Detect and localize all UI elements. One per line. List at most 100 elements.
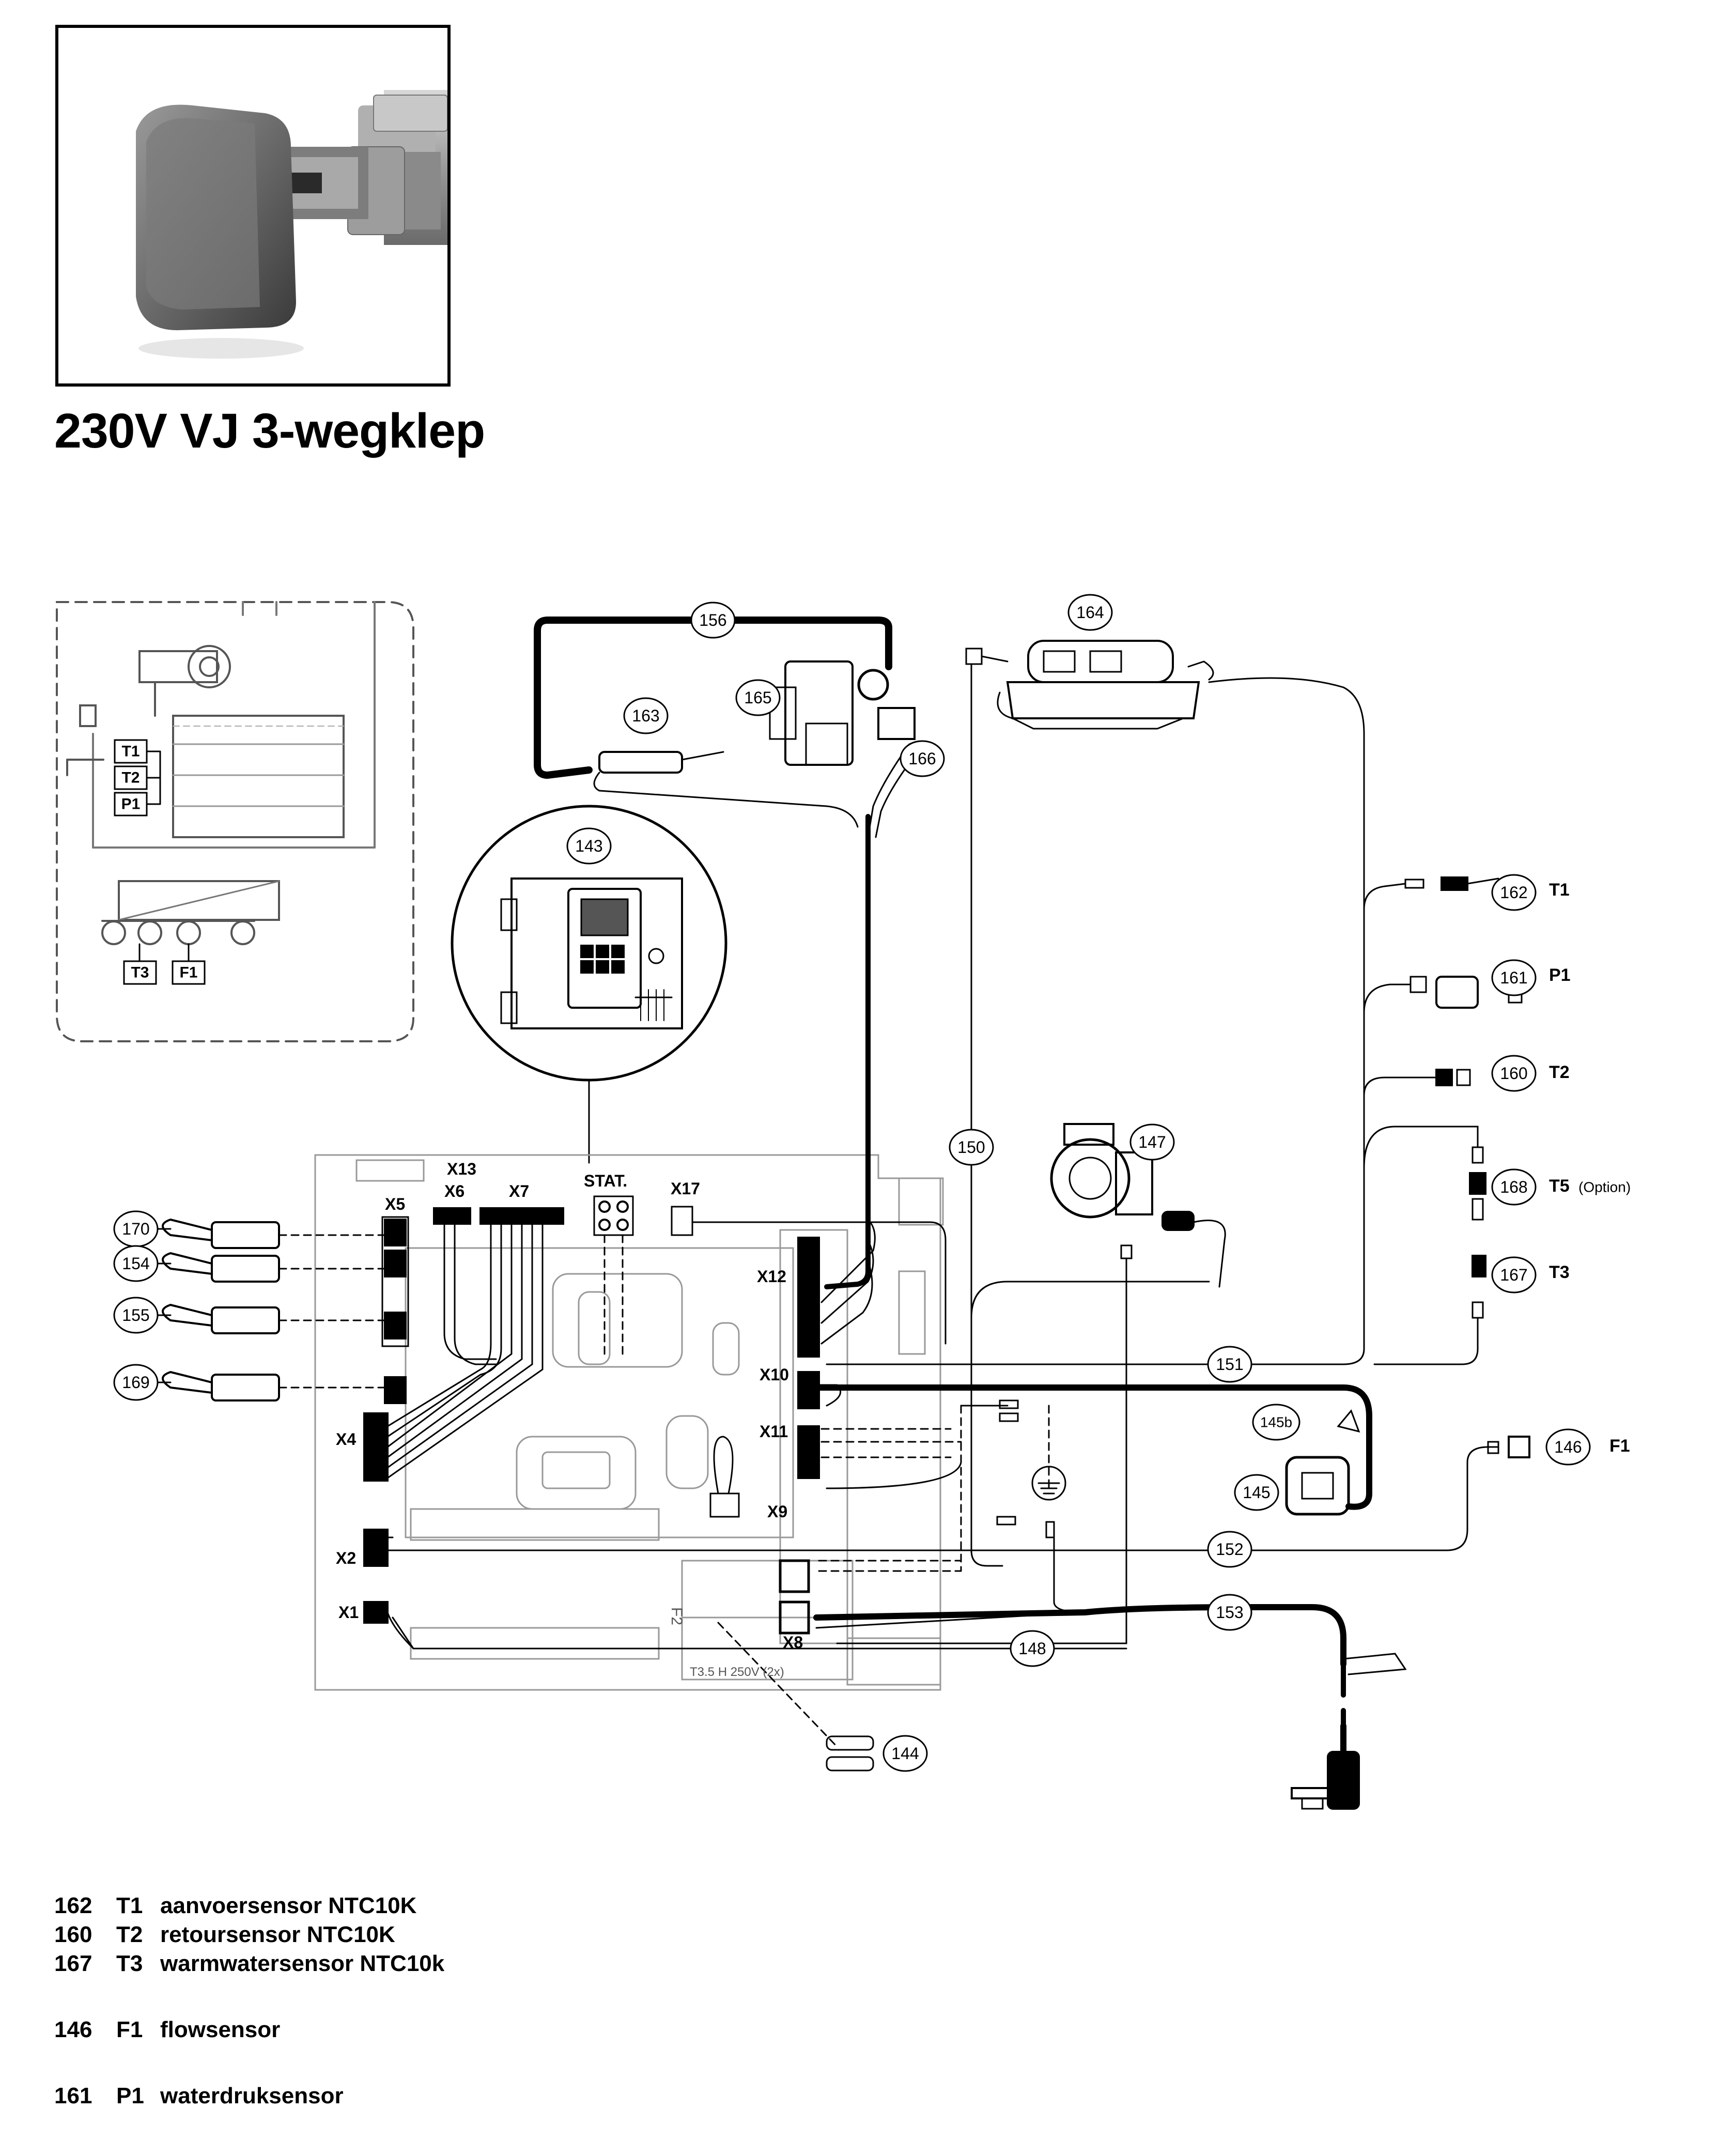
callout-167-text: 167 [1500, 1266, 1527, 1284]
callout-170-text: 170 [122, 1220, 149, 1238]
callout-166-text: 166 [908, 749, 936, 768]
callout-153-text: 153 [1216, 1603, 1243, 1622]
legend-text: warmwatersensor NTC10k [160, 1951, 445, 1976]
label-t3: T3 [1549, 1262, 1570, 1282]
label-t5-option: (Option) [1578, 1179, 1631, 1195]
sensor-t2-160 [1363, 1069, 1471, 1097]
harness-156 [534, 617, 892, 779]
valve-photo-image [58, 28, 447, 383]
callout-146 [1545, 1428, 1591, 1466]
callout-156 [690, 602, 736, 639]
legend-text: flowsensor [160, 2017, 281, 2042]
label-x6: X6 [444, 1182, 464, 1200]
harness-x12 [824, 814, 871, 1289]
label-x17: X17 [671, 1179, 700, 1198]
legend-text: retoursensor NTC10K [160, 1922, 395, 1947]
wire-bundle-x4 [386, 1223, 544, 1479]
callout-162 [1491, 874, 1537, 911]
sensor-t3-167 [1373, 1255, 1486, 1365]
gas-valve-165 [769, 660, 916, 766]
wire-150 [970, 663, 1003, 1567]
callout-165-text: 165 [744, 688, 771, 707]
pump-147 [836, 1123, 1226, 1644]
label-x9: X9 [767, 1502, 787, 1521]
pcb-connectors [363, 1195, 820, 1635]
callout-143-text: 143 [575, 837, 602, 855]
label-x4: X4 [336, 1430, 356, 1449]
legend-number: 167 [54, 1951, 92, 1976]
label-t1: T1 [1549, 880, 1570, 900]
legend-number: 146 [54, 2017, 92, 2042]
inset-label-t2: T2 [121, 769, 140, 787]
label-t2: T2 [1549, 1062, 1570, 1082]
dashed-x11 [818, 1405, 1050, 1572]
legend-code: T2 [116, 1922, 143, 1947]
legend-row: 160 T2 retoursensor NTC10K [54, 1920, 444, 1949]
legend-code: T1 [116, 1893, 143, 1918]
label-t5: T5 [1549, 1176, 1570, 1196]
callout-144 [882, 1735, 928, 1772]
legend-number: 161 [54, 2083, 92, 2108]
legend-code: T3 [116, 1951, 143, 1976]
fan-164 [965, 640, 1214, 730]
label-f2: F2 [668, 1607, 685, 1625]
callout-163-text: 163 [632, 706, 659, 725]
legend-code: P1 [116, 2083, 144, 2108]
legend-row: 162 T1 aanvoersensor NTC10K [54, 1891, 444, 1920]
callout-147-text: 147 [1138, 1133, 1166, 1151]
ignition-electrode-163 [593, 751, 859, 828]
callout-152 [1207, 1531, 1252, 1568]
stat-wires [603, 1234, 624, 1355]
label-x13: X13 [447, 1160, 476, 1178]
label-f1: F1 [1609, 1436, 1630, 1456]
callout-154-text: 154 [122, 1254, 149, 1273]
valve-actuator-145 [1285, 1409, 1360, 1516]
callout-148-text: 148 [1018, 1639, 1046, 1658]
label-x5: X5 [385, 1195, 405, 1213]
label-x1: X1 [338, 1603, 359, 1622]
callout-156-text: 156 [699, 611, 726, 629]
callout-168 [1491, 1168, 1537, 1206]
callout-164 [1067, 594, 1113, 631]
inset-label-t1: T1 [121, 743, 140, 760]
wire-151 [826, 677, 1365, 1365]
legend-text: aanvoersensor NTC10K [160, 1893, 417, 1918]
callout-155-text: 155 [122, 1306, 149, 1325]
callout-144-text: 144 [891, 1744, 919, 1763]
callout-161 [1491, 959, 1537, 996]
inset-label-p1: P1 [121, 796, 141, 813]
inset-label-f1: F1 [179, 964, 197, 981]
legend-number: 160 [54, 1922, 92, 1947]
callout-162-text: 162 [1500, 883, 1527, 902]
wire-x10-145 [816, 1384, 1372, 1510]
callout-160-text: 160 [1500, 1064, 1527, 1083]
callout-152-text: 152 [1216, 1540, 1243, 1559]
callout-147 [1129, 1123, 1175, 1161]
callout-146-text: 146 [1554, 1438, 1582, 1456]
legend-text: waterdruksensor [160, 2083, 344, 2108]
label-fuse-spec: T3.5 H 250V (2x) [690, 1665, 784, 1679]
label-x7: X7 [509, 1182, 529, 1200]
label-x8: X8 [783, 1633, 803, 1652]
legend: 162 T1 aanvoersensor NTC10K 160 T2 retou… [54, 1891, 444, 2111]
callout-153 [1207, 1594, 1252, 1631]
callout-145-text: 145 [1243, 1483, 1270, 1502]
callout-145b [1252, 1404, 1300, 1441]
callout-163 [623, 697, 669, 734]
callout-169-text: 169 [122, 1373, 149, 1392]
fuses-144 [826, 1735, 874, 1772]
valve-photo [55, 25, 451, 387]
legend-row: 161 P1 waterdruksensor [54, 2082, 444, 2111]
callout-168-text: 168 [1500, 1178, 1527, 1196]
callout-150 [949, 1129, 994, 1166]
sensor-t5-168 [1363, 1126, 1486, 1221]
label-p1: P1 [1549, 965, 1571, 985]
callout-160 [1491, 1055, 1537, 1092]
legend-row: 167 T3 warmwatersensor NTC10k [54, 1949, 444, 1978]
legend-row: 146 F1 flowsensor [54, 2015, 444, 2044]
harness-156-inner [549, 627, 879, 767]
label-x11: X11 [760, 1422, 788, 1441]
wire-152 [722, 1446, 1499, 1551]
legend-code: F1 [116, 2017, 143, 2042]
inset-label-t3: T3 [131, 964, 149, 981]
